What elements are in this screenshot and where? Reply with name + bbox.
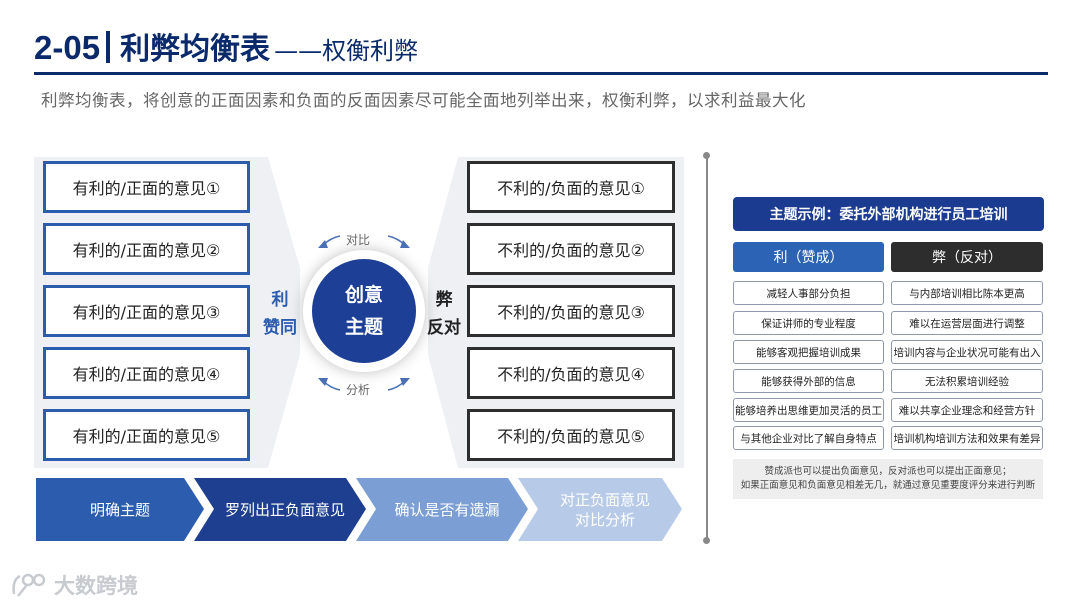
- vertical-divider: [706, 155, 708, 541]
- example-pro-item: 与其他企业对比了解自身特点: [733, 426, 884, 450]
- compare-label: 对比: [346, 233, 371, 247]
- example-pro-item: 能够获得外部的信息: [733, 369, 884, 393]
- process-step-label: 确认是否有遗漏: [394, 500, 500, 519]
- page-subtitle: 利弊均衡表，将创意的正面因素和负面的反面因素尽可能全面地列举出来，权衡利弊，以求…: [41, 91, 806, 110]
- con-label-line2: 反对: [427, 318, 461, 338]
- example-con-item: 难以在运营层面进行调整: [891, 311, 1043, 335]
- process-step-1: 明确主题: [40, 478, 200, 541]
- process-step-label: 罗列出正负面意见: [224, 500, 345, 519]
- pro-opinion-box: 有利的/正面的意见③: [43, 285, 250, 337]
- process-step-label-line2: 对比分析: [574, 510, 635, 529]
- header-rule: [34, 72, 1048, 75]
- pro-side-label: 利 赞同: [258, 286, 302, 342]
- compare-arrows-icon: [318, 235, 410, 248]
- process-step-3: 确认是否有遗漏: [372, 478, 522, 541]
- example-con-header: 弊（反对）: [891, 242, 1043, 272]
- con-side-label: 弊 反对: [422, 286, 466, 342]
- example-con-item: 培训内容与企业状况可能有出入: [891, 340, 1043, 364]
- divider-dot-top: [703, 152, 710, 159]
- example-con-item: 无法积累培训经验: [891, 369, 1043, 393]
- example-pro-item: 能够客观把握培训成果: [733, 340, 884, 364]
- example-note-line2: 如果正面意见和负面意见相差无几，就通过意见重要度评分来进行判断: [740, 480, 1036, 491]
- process-step-2: 罗列出正负面意见: [210, 478, 360, 541]
- title-sub: ——权衡利弊: [274, 37, 419, 65]
- pro-label-line1: 利: [271, 290, 289, 310]
- brand-logo-text: 大数跨境: [54, 574, 138, 598]
- con-opinion-box: 不利的/负面的意见②: [467, 223, 675, 275]
- title-divider: [106, 31, 111, 63]
- con-opinion-box: 不利的/负面的意见④: [467, 347, 675, 399]
- con-opinion-box: 不利的/负面的意见⑤: [467, 409, 675, 461]
- con-opinion-box: 不利的/负面的意见①: [467, 161, 675, 213]
- brand-mark-icon: [12, 573, 46, 597]
- process-step-4: 对正负面意见 对比分析: [532, 478, 678, 541]
- example-title: 主题示例：委托外部机构进行员工培训: [733, 197, 1044, 231]
- pro-opinion-box: 有利的/正面的意见④: [43, 347, 250, 399]
- example-con-item: 难以共享企业理念和经营方针: [891, 398, 1043, 422]
- center-topic-circle: 创意 主题: [312, 259, 416, 363]
- pro-opinion-box: 有利的/正面的意见⑤: [43, 409, 250, 461]
- process-step-label: 对正负面意见: [559, 490, 650, 509]
- center-line2: 主题: [344, 316, 383, 338]
- example-pro-item: 减轻人事部分负担: [733, 281, 884, 305]
- con-label-line1: 弊: [435, 290, 453, 310]
- example-pro-header: 利（赞成）: [733, 242, 884, 272]
- pro-label-line2: 赞同: [263, 318, 297, 338]
- example-con-item: 与内部培训相比陈本更高: [891, 281, 1043, 305]
- brand-logo: 大数跨境: [10, 570, 138, 600]
- example-pro-item: 保证讲师的专业程度: [733, 311, 884, 335]
- divider-dot-bottom: [703, 537, 710, 544]
- pro-opinion-box: 有利的/正面的意见①: [43, 161, 250, 213]
- title-main: 利弊均衡表: [120, 32, 271, 67]
- analyze-arrows-icon: [318, 378, 410, 391]
- center-line1: 创意: [344, 284, 383, 306]
- pro-opinion-box: 有利的/正面的意见②: [43, 223, 250, 275]
- page-title: 2-05 利弊均衡表 ——权衡利弊: [34, 24, 418, 70]
- example-note: 赞成派也可以提出负面意见，反对派也可以提出正面意见； 如果正面意见和负面意见相差…: [733, 459, 1043, 499]
- con-opinion-box: 不利的/负面的意见③: [467, 285, 675, 337]
- analyze-label: 分析: [346, 383, 371, 397]
- example-note-line1: 赞成派也可以提出负面意见，反对派也可以提出正面意见；: [764, 466, 1012, 477]
- section-number: 2-05: [34, 29, 101, 66]
- example-pro-item: 能够培养出思维更加灵活的员工: [733, 398, 884, 422]
- example-con-item: 培训机构培训方法和效果有差异: [891, 426, 1043, 450]
- process-step-label: 明确主题: [89, 500, 150, 519]
